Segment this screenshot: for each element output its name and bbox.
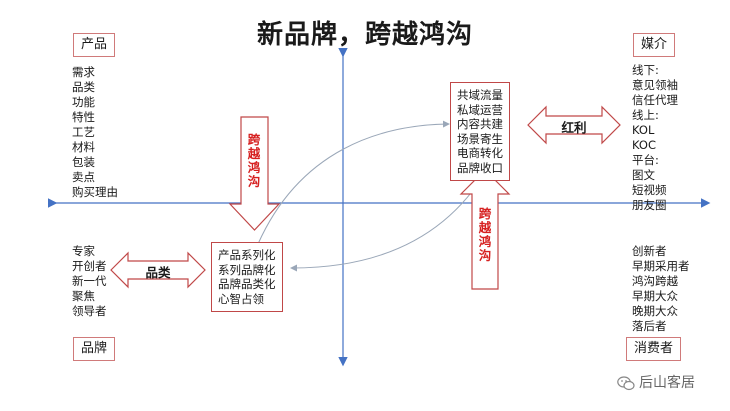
list-item: 图文 bbox=[632, 168, 655, 182]
crossing-down-label: 跨越鸿沟 bbox=[247, 132, 261, 189]
list-item: 品类 bbox=[72, 80, 95, 94]
diagram-title: 新品牌，跨越鸿沟 bbox=[256, 20, 473, 50]
crossing-down-arrow bbox=[228, 116, 281, 231]
box-line: 私域运营 bbox=[457, 102, 503, 117]
list-item: 早期采用者 bbox=[632, 259, 690, 273]
list-item: 领导者 bbox=[72, 304, 107, 318]
list-item: 信任代理 bbox=[632, 93, 678, 107]
watermark: 后山客居 bbox=[617, 372, 695, 392]
dividend-label: 红利 bbox=[561, 120, 587, 135]
crossing-up-arrow bbox=[459, 169, 511, 290]
box-line: 共域流量 bbox=[457, 88, 503, 102]
list-item: 线下: bbox=[632, 63, 659, 77]
category-double-arrow bbox=[110, 251, 206, 289]
list-item: KOL bbox=[632, 123, 655, 137]
list-item: 聚焦 bbox=[72, 289, 95, 303]
center-box-right: 共域流量 私域运营 内容共建 场景寄生 电商转化 品牌收口 bbox=[450, 82, 510, 181]
dividend-double-arrow bbox=[527, 105, 621, 145]
list-item: 线上: bbox=[632, 108, 659, 122]
curve-right-to-left bbox=[290, 167, 489, 272]
list-item: 功能 bbox=[72, 95, 95, 109]
list-item: 特性 bbox=[72, 110, 95, 124]
product-list: 需求 品类 功能 特性 工艺 材料 包装 卖点 购买理由 bbox=[72, 65, 118, 200]
list-item: KOC bbox=[632, 138, 656, 152]
list-item: 需求 bbox=[72, 65, 95, 79]
tag-product: 产品 bbox=[73, 33, 116, 57]
list-item: 意见领袖 bbox=[632, 78, 678, 92]
crossing-up-label: 跨越鸿沟 bbox=[478, 206, 492, 263]
list-item: 晚期大众 bbox=[632, 304, 678, 318]
box-line: 品牌品类化 bbox=[218, 277, 276, 291]
tag-media: 媒介 bbox=[633, 33, 676, 57]
list-item: 早期大众 bbox=[632, 289, 678, 303]
category-label: 品类 bbox=[145, 265, 171, 280]
brand-list: 专家 开创者 新一代 聚焦 领导者 bbox=[72, 244, 107, 319]
list-item: 工艺 bbox=[72, 125, 95, 139]
box-line: 心智占领 bbox=[218, 291, 264, 306]
tag-consumer: 消费者 bbox=[626, 337, 682, 361]
list-item: 材料 bbox=[72, 140, 95, 154]
list-item: 平台: bbox=[632, 153, 659, 167]
box-line: 产品系列化 bbox=[218, 248, 276, 262]
tag-brand: 品牌 bbox=[73, 337, 116, 361]
list-item: 开创者 bbox=[72, 259, 107, 273]
box-line: 内容共建 bbox=[457, 117, 503, 131]
list-item: 购买理由 bbox=[72, 185, 118, 199]
list-item: 鸿沟跨越 bbox=[632, 274, 678, 288]
box-line: 电商转化 bbox=[457, 146, 503, 160]
consumer-list: 创新者 早期采用者 鸿沟跨越 早期大众 晚期大众 落后者 bbox=[632, 244, 690, 334]
box-line: 系列品牌化 bbox=[218, 262, 276, 277]
box-line: 场景寄生 bbox=[457, 131, 503, 146]
list-item: 朋友圈 bbox=[632, 198, 667, 212]
wechat-icon bbox=[617, 375, 635, 390]
curve-left-to-right bbox=[257, 120, 450, 245]
media-list: 线下: 意见领袖 信任代理 线上: KOL KOC 平台: 图文 短视频 朋友圈 bbox=[632, 63, 678, 213]
list-item: 新一代 bbox=[72, 274, 107, 288]
box-line: 品牌收口 bbox=[457, 160, 503, 175]
list-item: 短视频 bbox=[632, 183, 667, 197]
list-item: 卖点 bbox=[72, 170, 95, 184]
list-item: 创新者 bbox=[632, 244, 667, 258]
list-item: 专家 bbox=[72, 244, 95, 258]
list-item: 包装 bbox=[72, 155, 95, 169]
list-item: 落后者 bbox=[632, 319, 667, 333]
center-box-left: 产品系列化 系列品牌化 品牌品类化 心智占领 bbox=[211, 242, 283, 312]
watermark-text: 后山客居 bbox=[639, 375, 695, 391]
